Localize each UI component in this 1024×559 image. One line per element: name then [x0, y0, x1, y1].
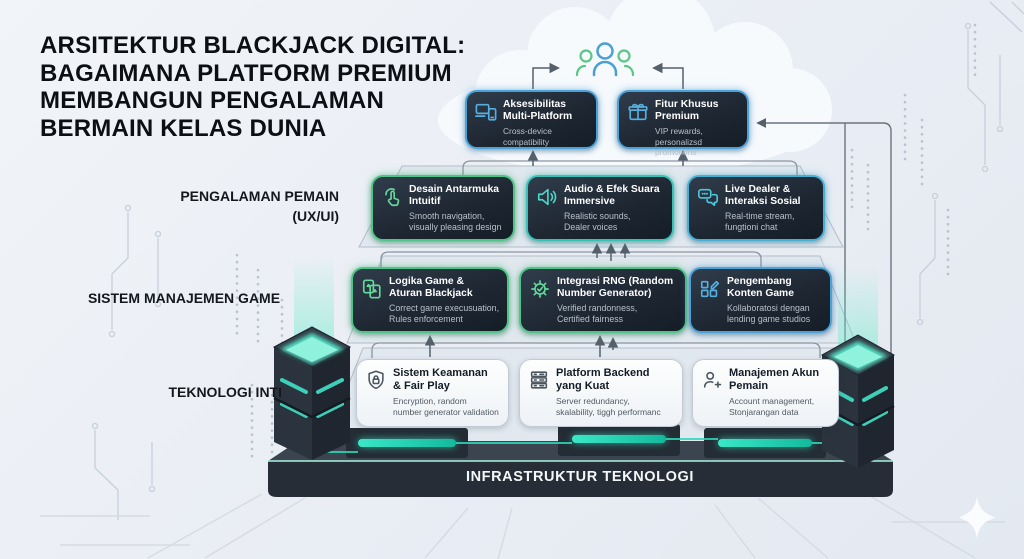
box-subtitle: Smooth navigation, visually pleasing des…	[409, 211, 502, 233]
box-title: Platform Backend yang Kuat	[556, 367, 650, 392]
card-logika-game: Logika Game & Aturan Blackjack Correct g…	[351, 267, 509, 333]
box-title: Audio & Efek Suara Immersive	[564, 184, 660, 208]
card-sistem-keamanan: Sistem Keamanan & Fair Play Encryption, …	[356, 359, 509, 427]
chat-bubbles-icon	[697, 186, 719, 208]
box-subtitle: Kollaboratosi dengan lending game studio…	[727, 303, 811, 325]
layer-label-ux: PENGALAMAN PEMAIN (UX/UI)	[180, 188, 339, 225]
box-title: Live Dealer & Interaksi Sosial	[725, 184, 801, 208]
box-subtitle: Encryption, random number generator vali…	[393, 395, 499, 417]
card-fitur-khusus-premium: Fitur Khusus Premium VIP rewards, person…	[617, 90, 749, 157]
box-title: Aksesibilitas Multi-Platform	[503, 99, 573, 123]
box-subtitle: Cross-device compatibility	[503, 126, 552, 147]
card-platform-backend: Platform Backend yang Kuat Server redund…	[519, 359, 683, 427]
server-racks	[300, 424, 845, 458]
platform-front-face	[268, 461, 893, 497]
server-tower-left	[272, 326, 352, 460]
devices-icon	[475, 101, 497, 123]
gift-icon	[627, 101, 649, 123]
sparkle-icon	[959, 497, 995, 538]
glow-column-left	[294, 256, 334, 342]
users-group-icon	[575, 42, 635, 77]
box-title: Fitur Khusus Premium	[655, 99, 719, 123]
shield-lock-icon	[365, 369, 387, 391]
content-blocks-icon	[699, 278, 721, 300]
box-subtitle: Correct game execusuation, Rules enforce…	[389, 303, 500, 325]
box-subtitle: Server redundancy, skalability, tiggh pe…	[556, 395, 661, 417]
gesture-tap-icon	[381, 186, 403, 208]
speaker-icon	[536, 186, 558, 208]
card-desain-antarmuka: Desain Antarmuka Intuitif Smooth navigat…	[371, 175, 515, 241]
box-title: Sistem Keamanan & Fair Play	[393, 367, 488, 392]
platform-label: INFRASTRUKTUR TEKNOLOGI	[465, 469, 695, 485]
card-live-dealer: Live Dealer & Interaksi Sosial Real-time…	[687, 175, 825, 241]
box-subtitle: Real-time stream, fungtioni chat	[725, 211, 795, 233]
glow-column-right	[838, 266, 878, 352]
layer-label-core: TEKNOLOGI INTI	[168, 384, 282, 400]
server-tower-right	[820, 334, 896, 468]
box-subtitle: Verified randonness, Certified fairness	[557, 303, 638, 325]
card-audio-efek-suara: Audio & Efek Suara Immersive Realistic s…	[526, 175, 674, 241]
user-plus-icon	[701, 369, 723, 391]
box-subtitle: VIP rewards, personalizsd promotions	[655, 126, 703, 158]
card-manajemen-akun: Manajemen Akun Pemain Account management…	[692, 359, 839, 427]
playing-cards-icon	[361, 278, 383, 300]
box-subtitle: Account management, Stonjarangan data	[729, 395, 815, 417]
box-subtitle: Realistic sounds, Dealer voices	[564, 211, 631, 233]
card-aksesibilitas-multi-platform: Aksesibilitas Multi-Platform Cross-devic…	[465, 90, 598, 149]
floor-traces	[40, 493, 1005, 559]
layer-label-game: SISTEM MANAJEMEN GAME	[87, 290, 281, 306]
box-title: Pengembang Konten Game	[727, 276, 794, 300]
flow-arrows	[424, 62, 689, 357]
card-pengembang-konten: Pengembang Konten Game Kollaboratosi den…	[689, 267, 832, 333]
box-title: Manajemen Akun Pemain	[729, 367, 820, 392]
box-title: Logika Game & Aturan Blackjack	[389, 276, 473, 300]
gear-check-icon	[529, 278, 551, 300]
page-title: ARSITEKTUR BLACKJACK DIGITAL: BAGAIMANA …	[40, 32, 466, 142]
card-integrasi-rng: Integrasi RNG (Random Number Generator) …	[519, 267, 687, 333]
circuit-traces	[91, 1, 1024, 520]
box-title: Integrasi RNG (Random Number Generator)	[557, 276, 674, 300]
server-icon	[528, 369, 550, 391]
box-title: Desain Antarmuka Intuitif	[409, 184, 500, 208]
circuit-dots	[235, 23, 977, 460]
